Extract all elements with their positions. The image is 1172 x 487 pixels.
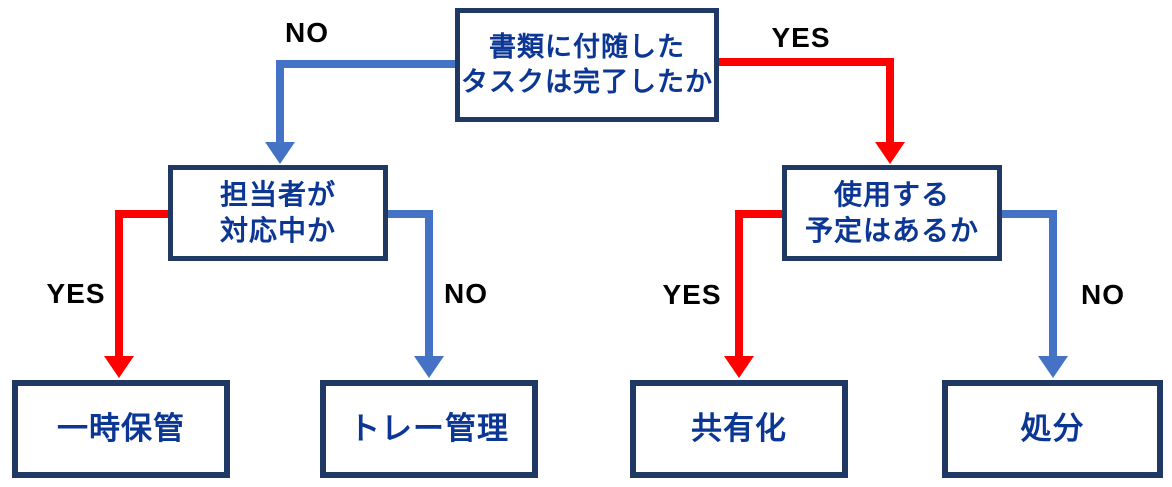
node-outcome-sharing-label: 共有化 — [691, 410, 787, 446]
node-root-question: 書類に付随した タスクは完了したか — [455, 8, 719, 122]
node-right-line2: 予定はあるか — [804, 215, 979, 246]
edge-left-no-arrow — [388, 210, 444, 378]
edge-left-yes-line — [115, 210, 168, 356]
edge-left-no-arrowhead-icon — [414, 356, 444, 378]
edge-root-no-arrowhead-icon — [265, 142, 295, 164]
node-outcome-tray-management-label: トレー管理 — [349, 410, 509, 446]
node-left-line2: 対応中か — [219, 215, 336, 246]
edge-right-yes-arrowhead-icon — [724, 356, 754, 378]
node-root-line2: タスクは完了したか — [461, 67, 713, 97]
edge-label-root-yes: YES — [771, 22, 831, 53]
edge-left-no-line — [388, 210, 433, 356]
edge-root-no-line — [276, 60, 455, 142]
node-right-line1: 使用する — [833, 178, 950, 210]
edge-right-no-arrow — [1002, 210, 1068, 378]
edge-label-left-no: NO — [444, 278, 488, 309]
node-outcome-disposal: 処分 — [942, 380, 1163, 478]
edge-right-no-arrowhead-icon — [1038, 356, 1068, 378]
node-root-line1: 書類に付随した — [489, 31, 685, 62]
edge-label-right-yes: YES — [662, 279, 722, 310]
node-left-decision: 担当者が 対応中か — [168, 165, 388, 261]
node-left-line1: 担当者が — [219, 178, 336, 210]
edge-right-yes-arrow — [724, 210, 782, 378]
edge-label-right-no: NO — [1081, 279, 1125, 310]
edge-root-yes-arrowhead-icon — [875, 142, 905, 164]
edge-root-no-arrow — [265, 60, 455, 164]
edge-right-no-line — [1002, 210, 1057, 356]
edge-label-root-no: NO — [285, 17, 329, 48]
edge-root-yes-arrow — [718, 58, 905, 164]
node-outcome-tray-management: トレー管理 — [320, 380, 538, 478]
node-outcome-disposal-label: 処分 — [1020, 410, 1085, 446]
edge-label-left-yes: YES — [46, 278, 106, 309]
node-right-decision: 使用する 予定はあるか — [782, 165, 1002, 261]
node-outcome-temp-storage-label: 一時保管 — [57, 410, 185, 446]
edge-left-yes-arrow — [104, 210, 168, 378]
edge-root-yes-line — [718, 58, 894, 142]
node-outcome-sharing: 共有化 — [630, 380, 848, 478]
edge-right-yes-line — [735, 210, 782, 356]
node-outcome-temp-storage: 一時保管 — [12, 380, 230, 478]
edge-left-yes-arrowhead-icon — [104, 356, 134, 378]
